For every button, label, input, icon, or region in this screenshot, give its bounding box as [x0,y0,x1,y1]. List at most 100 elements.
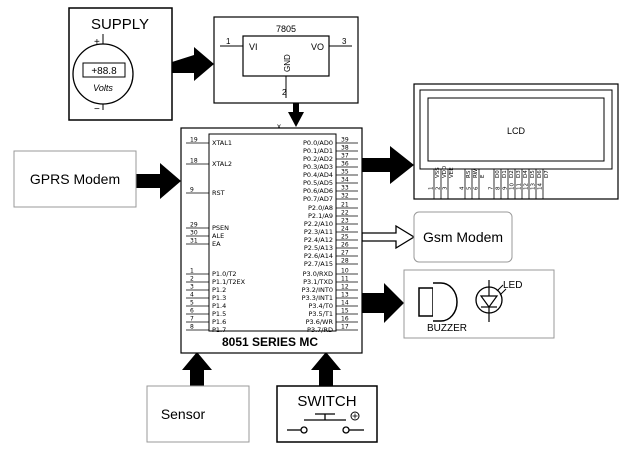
lcd-pin: 3 VEE [443,167,455,199]
mcu-left-pin: 29 PSEN [186,222,229,232]
arrow-regulator-to-mcu [288,103,304,127]
mcu-right-pin: 33 P0.6/AD6 [303,185,358,195]
regulator-name: 7805 [276,24,296,34]
regulator-vi: VI [249,42,258,52]
regulator-vo: VO [311,42,324,52]
lcd-pin-number: 11 [517,183,523,190]
lcd-pin-number: 7 [489,186,495,190]
mcu-right-pin-number: 28 [341,258,349,265]
outputs-block: BUZZER LED [403,269,555,339]
mcu-left-pin: 18 XTAL2 [186,158,232,168]
mcu-left-pin-name: RST [212,189,225,197]
mcu-top-marker: x [277,122,281,131]
mcu-right-pin-number: 13 [341,292,349,299]
mcu-right-pin-name: P2.0/A8 [308,204,333,212]
switch-block: SWITCH [276,385,378,443]
lcd-pin-number: 8 [496,186,502,190]
regulator-gnd: GND [283,54,292,72]
mcu-left-pin-name: EA [212,240,221,248]
lcd-pin-number: 3 [443,186,449,190]
mcu-right-pin-number: 26 [341,242,349,249]
lcd-pin-number: 4 [460,186,466,190]
mcu-right-pin-name: P0.6/AD6 [303,187,333,195]
arrow-sensor-to-mcu [182,352,212,386]
buzzer-label: BUZZER [427,323,467,334]
mcu-left-pin-name: P1.2 [212,286,226,294]
regulator-pin1: 1 [226,37,231,46]
gprs-label: GPRS Modem [30,171,120,187]
mcu-left-pin-name: P1.6 [212,318,226,326]
voltmeter-display [82,62,126,78]
mcu-right-pin-number: 16 [341,316,349,323]
mcu-right-pin-number: 35 [341,169,349,176]
mcu-right-pin-number: 11 [341,276,349,283]
mcu-right-pin-number: 37 [341,153,349,160]
lcd-pin-number: 9 [503,186,509,190]
mcu-right-pin-name: P3.2/INT0 [302,286,333,294]
mcu-left-pin-number: 19 [190,137,198,144]
mcu-right-pin-name: P3.6/WR [306,318,334,326]
mcu-right-pin-number: 38 [341,145,349,152]
mcu-left-pin-number: 9 [190,187,194,194]
mcu-right-pin-number: 33 [341,185,349,192]
supply-plus: + [94,37,100,48]
mcu-right-pin-number: 14 [341,300,349,307]
mcu-title: 8051 SERIES MC [222,335,318,349]
mcu-left-pin-number: 29 [190,222,198,229]
mcu-left-pin-name: P1.3 [212,294,226,302]
mcu-left-pin-number: 18 [190,158,198,165]
lcd-pin: 7D0 [489,169,501,199]
lcd-pin-name: VDD [442,166,448,178]
voltmeter-reading: +88.8 [91,66,117,77]
arrow-mcu-to-gsm [361,224,416,250]
arrow-switch-to-mcu [311,352,341,386]
lcd-pin-name: RS [466,170,472,178]
mcu-left-pin-name: P1.4 [212,302,226,310]
lcd-pin: 6E [474,169,486,199]
mcu-chip [208,133,337,332]
mcu-right-pins: 39P0.0/AD038P0.1/AD137P0.2/AD236P0.3/AD3… [302,137,358,334]
lcd-screen [427,97,605,162]
mcu-right-pin-number: 23 [341,218,349,225]
mcu-right-pin: 12 P3.2/INT0 [302,284,358,294]
mcu-left-pin-number: 7 [190,316,194,323]
mcu-right-pin-name: P3.5/T1 [308,310,333,318]
mcu-left-pin-name: PSEN [212,224,229,232]
mcu-left-pin-number: 3 [190,284,194,291]
lcd-pin-name: D1 [502,170,508,178]
mcu-right-pin-number: 12 [341,284,349,291]
mcu-left-pin-number: 31 [190,238,198,245]
lcd-pin-name: RW [473,168,479,178]
lcd-pins: 1VSS2VDD3VEE4RS5RW6E7D08D19D210D311D412D… [429,166,550,199]
lcd-pin-name: VEE [449,167,455,178]
mcu-left-pin-number: 1 [190,268,194,275]
mcu-right-pin-name: P2.4/A12 [304,236,333,244]
arrow-mcu-to-lcd [362,146,414,184]
mcu-left-pin-name: XTAL2 [212,160,232,168]
mcu-right-pin-name: P0.0/AD0 [303,139,333,147]
lcd-label: LCD [507,126,526,136]
